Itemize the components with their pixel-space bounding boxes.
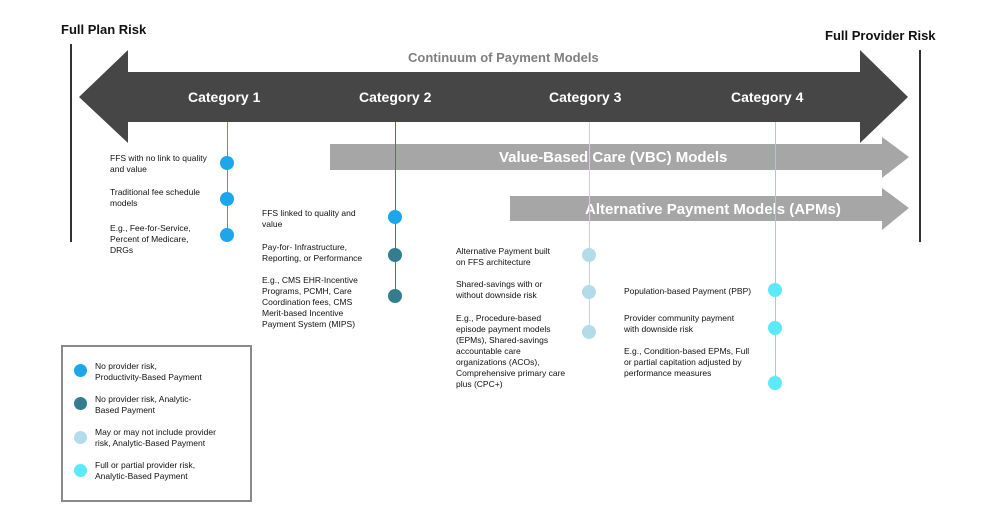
category-1-label: Category 1 xyxy=(188,89,261,105)
category-2-item-2: Pay-for- Infrastructure,Reporting, or Pe… xyxy=(262,242,363,263)
right-boundary-bar xyxy=(919,50,921,242)
category-2-label: Category 2 xyxy=(359,89,432,105)
category-2-dot-1 xyxy=(388,210,402,224)
category-4-label: Category 4 xyxy=(731,89,804,105)
legend-item-1: No provider risk,Productivity-Based Paym… xyxy=(95,361,202,382)
category-3-dot-1 xyxy=(582,248,596,262)
category-4-dot-3 xyxy=(768,376,782,390)
category-4-connector-line xyxy=(775,122,776,384)
left-boundary-bar xyxy=(70,44,72,242)
category-2-dot-3 xyxy=(388,289,402,303)
category-4-dot-1 xyxy=(768,283,782,297)
category-2-dot-2 xyxy=(388,248,402,262)
category-3-dot-2 xyxy=(582,285,596,299)
legend-item-4: Full or partial provider risk,Analytic-B… xyxy=(95,460,196,481)
category-1-dot-1 xyxy=(220,156,234,170)
vbc-band-arrow xyxy=(330,137,909,178)
category-4-dot-2 xyxy=(768,321,782,335)
category-2-connector-line xyxy=(395,122,396,296)
category-3-dot-3 xyxy=(582,325,596,339)
category-1-connector-line xyxy=(227,122,228,234)
category-3-label: Category 3 xyxy=(549,89,622,105)
legend-dot-productivity-no-risk xyxy=(74,364,87,377)
continuum-title: Continuum of Payment Models xyxy=(408,50,599,65)
category-1-dot-2 xyxy=(220,192,234,206)
category-1-dot-3 xyxy=(220,228,234,242)
category-3-connector-line xyxy=(589,122,590,332)
full-plan-risk-label: Full Plan Risk xyxy=(61,22,147,37)
category-4-item-1: Population-based Payment (PBP) xyxy=(624,286,752,296)
apm-band-label: Alternative Payment Models (APMs) xyxy=(585,201,841,218)
apm-band-arrow xyxy=(510,188,909,230)
category-1-item-3: E.g., Fee-for-Service,Percent of Medicar… xyxy=(110,223,191,255)
legend-dot-analytic-no-risk xyxy=(74,397,87,410)
full-provider-risk-label: Full Provider Risk xyxy=(825,28,936,43)
legend-dot-analytic-provider-risk xyxy=(74,464,87,477)
continuum-double-arrow xyxy=(79,50,908,143)
legend-dot-analytic-maybe-risk xyxy=(74,431,87,444)
legend-item-2: No provider risk, Analytic-Based Payment xyxy=(95,394,192,415)
legend: No provider risk,Productivity-Based Paym… xyxy=(61,345,252,502)
vbc-band-label: Value-Based Care (VBC) Models xyxy=(499,149,728,166)
